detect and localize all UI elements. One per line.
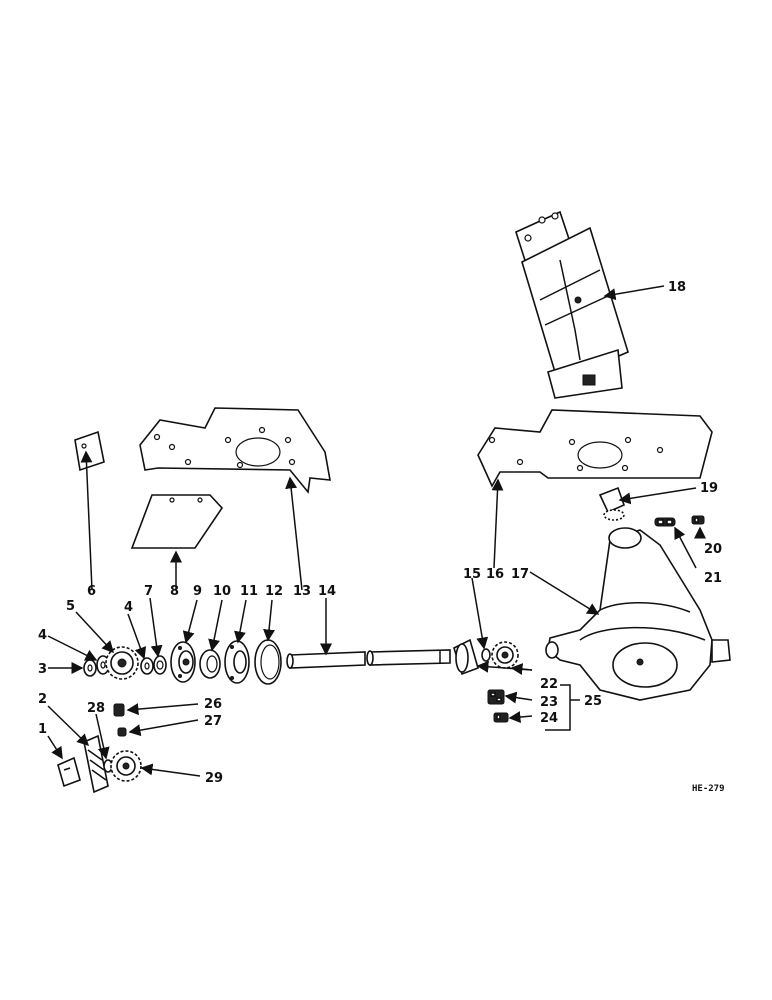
- callout-5: 5: [66, 599, 75, 614]
- callout-21: 21: [704, 571, 722, 586]
- chain-link-26: [113, 703, 125, 717]
- small-bracket: [74, 430, 105, 472]
- right-mounting-plate: [477, 409, 713, 488]
- callout-28: 28: [87, 701, 105, 716]
- callout-26: 26: [204, 697, 222, 712]
- drive-sprocket-5: [105, 646, 139, 680]
- chain-link-20: [691, 515, 705, 525]
- callout-14: 14: [318, 584, 336, 599]
- plate-2: [83, 734, 109, 794]
- callout-24: 24: [540, 711, 558, 726]
- callout-8: 8: [170, 584, 179, 599]
- callout-10: 10: [213, 584, 231, 599]
- shield-plate: [130, 494, 224, 549]
- callout-29: 29: [205, 771, 223, 786]
- washer-3: [83, 659, 97, 677]
- gasket-12: [254, 639, 282, 685]
- callout-13: 13: [293, 584, 311, 599]
- left-mounting-plate: [139, 407, 331, 494]
- leader-lines: [47, 285, 706, 777]
- callout-25: 25: [584, 694, 602, 709]
- flange-11: [224, 640, 250, 684]
- chain-link-27: [117, 727, 127, 737]
- callout-15: 15: [463, 567, 481, 582]
- chain-link-21: [654, 517, 676, 527]
- gearbox-input-sprocket-19: [598, 486, 626, 521]
- callout-20: 20: [704, 542, 722, 557]
- chain-link-23: [487, 689, 505, 705]
- callout-4-left: 4: [38, 628, 47, 643]
- drawing-code: HE-279: [692, 784, 725, 794]
- block-1: [57, 756, 81, 788]
- callout-27: 27: [204, 714, 222, 729]
- drive-shaft-14: [286, 649, 451, 669]
- washer-4-right: [140, 657, 154, 675]
- bearing-10: [199, 649, 221, 679]
- callout-6: 6: [87, 584, 96, 599]
- callout-23: 23: [540, 695, 558, 710]
- hydraulic-motor: [515, 210, 629, 399]
- gearbox-sprocket: [491, 641, 519, 669]
- callout-9: 9: [193, 584, 202, 599]
- callout-11: 11: [240, 584, 258, 599]
- callout-22: 22: [540, 677, 558, 692]
- coupler-22: [453, 638, 479, 676]
- sprocket-29: [110, 750, 142, 782]
- callout-labels: 1 2 3 4 5 4 6 7 8 9 10 11 12 13 14 15 16…: [38, 280, 725, 794]
- callout-1: 1: [38, 722, 47, 737]
- gearbox-housing-17: [545, 527, 731, 701]
- flange-bearing-9: [170, 641, 196, 683]
- callout-12: 12: [265, 584, 283, 599]
- callout-2: 2: [38, 692, 47, 707]
- callout-7: 7: [144, 584, 153, 599]
- callout-17: 17: [511, 567, 529, 582]
- callout-4-right: 4: [124, 600, 133, 615]
- callout-19: 19: [700, 481, 718, 496]
- snap-ring-15: [481, 648, 491, 662]
- callout-3: 3: [38, 662, 47, 677]
- spacer-7: [153, 655, 167, 675]
- callout-18: 18: [668, 280, 686, 295]
- callout-16: 16: [486, 567, 504, 582]
- chain-link-24: [493, 712, 509, 723]
